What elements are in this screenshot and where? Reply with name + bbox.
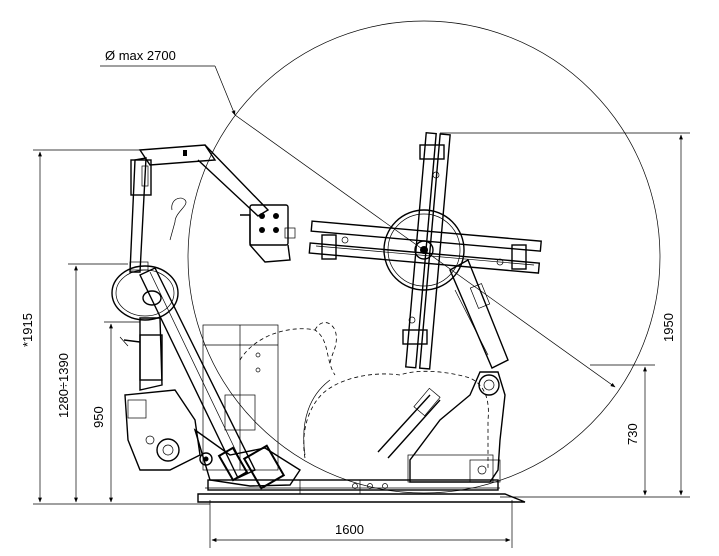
rotation-envelope-circle: [187, 20, 661, 494]
base-width-label: 1600: [335, 522, 364, 537]
tilting-arm: [449, 259, 509, 369]
lower-lever: [119, 317, 301, 490]
height-950-label: 950: [91, 406, 106, 428]
right-dimensions: 1950 730: [440, 132, 690, 498]
left-dimensions: *1915 1280÷1390 950: [20, 149, 210, 505]
machine-base: [197, 459, 526, 503]
cradle-pedestal: [377, 371, 506, 483]
diameter-dimension: Ø max 2700: [100, 48, 616, 388]
bead-breaker-plate: [111, 261, 179, 321]
right-low-label: 730: [625, 423, 640, 445]
total-height-label: *1915: [20, 313, 35, 347]
right-height-label: 1950: [661, 313, 676, 342]
tyre-outline: [239, 322, 489, 470]
rotating-cross: [308, 131, 542, 370]
diameter-label: Ø max 2700: [105, 48, 176, 63]
range-label: 1280÷1390: [56, 353, 71, 418]
bottom-dimension: 1600: [209, 500, 513, 548]
column-assembly: [129, 144, 296, 479]
center-cabinet: [202, 324, 279, 471]
